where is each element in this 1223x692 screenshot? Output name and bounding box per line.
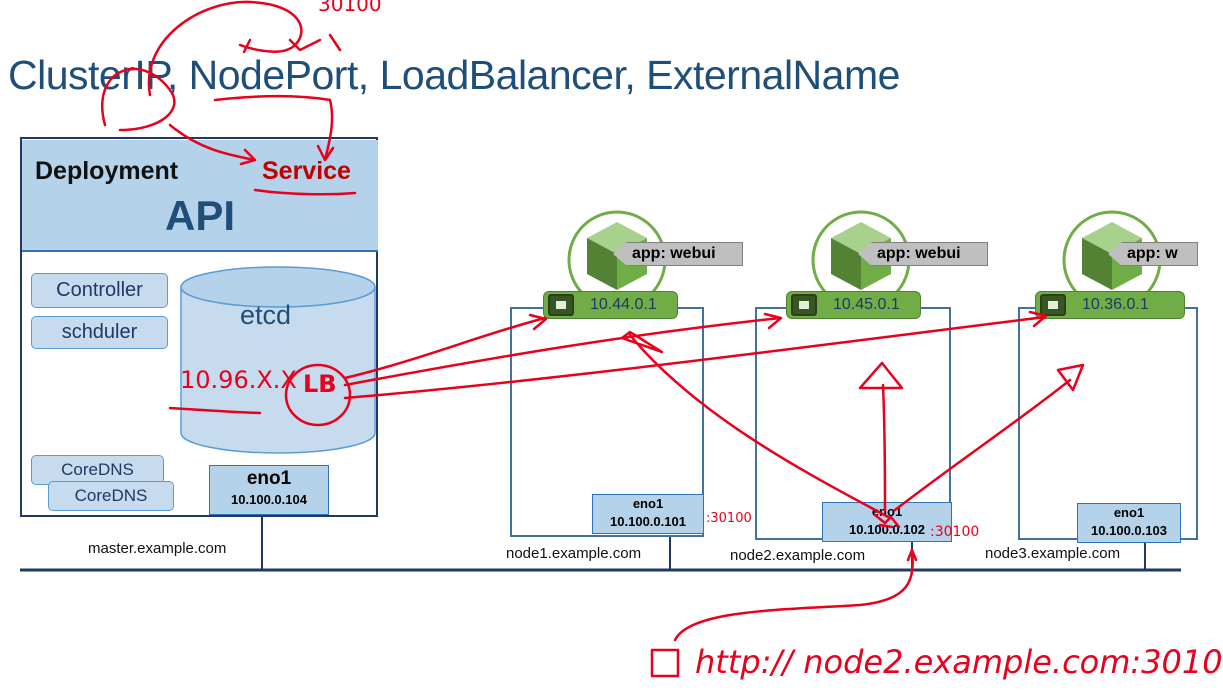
annotation-top-port: 30100 xyxy=(318,0,382,16)
node2-up-arrow xyxy=(906,548,918,562)
clusterip-to-service-arrow xyxy=(168,123,257,166)
pod1-label-tag: app: webui xyxy=(613,242,743,266)
coredns-box-1: CoreDNS xyxy=(31,455,164,485)
node3-eno-interface: eno1 10.100.0.103 xyxy=(1077,503,1181,543)
deployment-label: Deployment xyxy=(35,157,179,185)
page-title: ClusterIP, NodePort, LoadBalancer, Exter… xyxy=(8,52,900,98)
master-hostname: master.example.com xyxy=(88,540,227,557)
nodeport-underline xyxy=(213,95,332,102)
user-device-icon xyxy=(650,648,680,678)
pod3-label-tag: app: w xyxy=(1108,242,1198,266)
annotation-lb: LB xyxy=(303,370,337,398)
node1-eno-name: eno1 xyxy=(632,496,664,511)
annotation-node1-port: :30100 xyxy=(706,511,752,526)
etcd-label: etcd xyxy=(240,300,292,330)
node2-eno-ip: 10.100.0.102 xyxy=(849,522,925,537)
node2-box xyxy=(755,307,951,540)
node2-eno-name: eno1 xyxy=(871,504,903,519)
service-label: Service xyxy=(262,157,351,185)
master-eno-ip: 10.100.0.104 xyxy=(231,492,307,507)
api-band xyxy=(22,140,378,252)
clusterip-loop-stroke xyxy=(101,67,176,132)
lb-to-pod3-arrow xyxy=(343,310,1048,400)
node2-hostname: node2.example.com xyxy=(730,547,866,564)
annotation-url: http:// node2.example.com:3010 xyxy=(695,643,1223,681)
node3-eno-name: eno1 xyxy=(1113,505,1145,520)
node1-eno-interface: eno1 10.100.0.101 xyxy=(592,494,704,534)
scheduler-box: schduler xyxy=(31,316,168,349)
master-eno-name: eno1 xyxy=(246,468,292,489)
node2-to-node3-arrow xyxy=(893,363,1085,512)
annotation-cluster-ip: 10.96.X.X xyxy=(180,366,297,394)
node2-eno-scribble xyxy=(873,513,901,529)
pod1-port-icon xyxy=(548,294,574,316)
cluster-ip-underline xyxy=(168,406,262,415)
nodeport-to-service-arrow xyxy=(316,98,335,162)
master-eno-interface: eno1 10.100.0.104 xyxy=(209,465,329,515)
top-small-marks xyxy=(242,33,342,54)
node1-eno-ip: 10.100.0.101 xyxy=(610,514,686,529)
controller-box: Controller xyxy=(31,273,168,308)
pod2-port-icon xyxy=(791,294,817,316)
coredns-box-2: CoreDNS xyxy=(48,481,174,511)
node2-to-node2-arrow xyxy=(858,361,904,512)
node1-hostname: node1.example.com xyxy=(506,545,642,562)
handwritten-annotation-strokes xyxy=(101,0,1085,678)
service-underline xyxy=(253,188,357,196)
node3-box xyxy=(1018,307,1198,540)
api-label: API xyxy=(165,192,236,239)
node2-to-node1-arrow xyxy=(620,330,892,520)
annotation-node2-port: :30100 xyxy=(930,524,980,540)
pod3-port-icon xyxy=(1040,294,1066,316)
lb-to-pod1-arrow xyxy=(343,313,548,380)
pod2-label-tag: app: webui xyxy=(858,242,988,266)
node2-eno-interface: eno1 10.100.0.102 xyxy=(822,502,952,542)
lb-circle xyxy=(284,363,352,427)
node3-eno-ip: 10.100.0.103 xyxy=(1091,523,1167,538)
network-lines xyxy=(20,517,1181,572)
top-loop-stroke xyxy=(147,0,303,97)
node3-hostname: node3.example.com xyxy=(985,545,1121,562)
lb-to-pod2-arrow xyxy=(343,312,783,387)
url-to-node2-stroke xyxy=(673,548,914,642)
